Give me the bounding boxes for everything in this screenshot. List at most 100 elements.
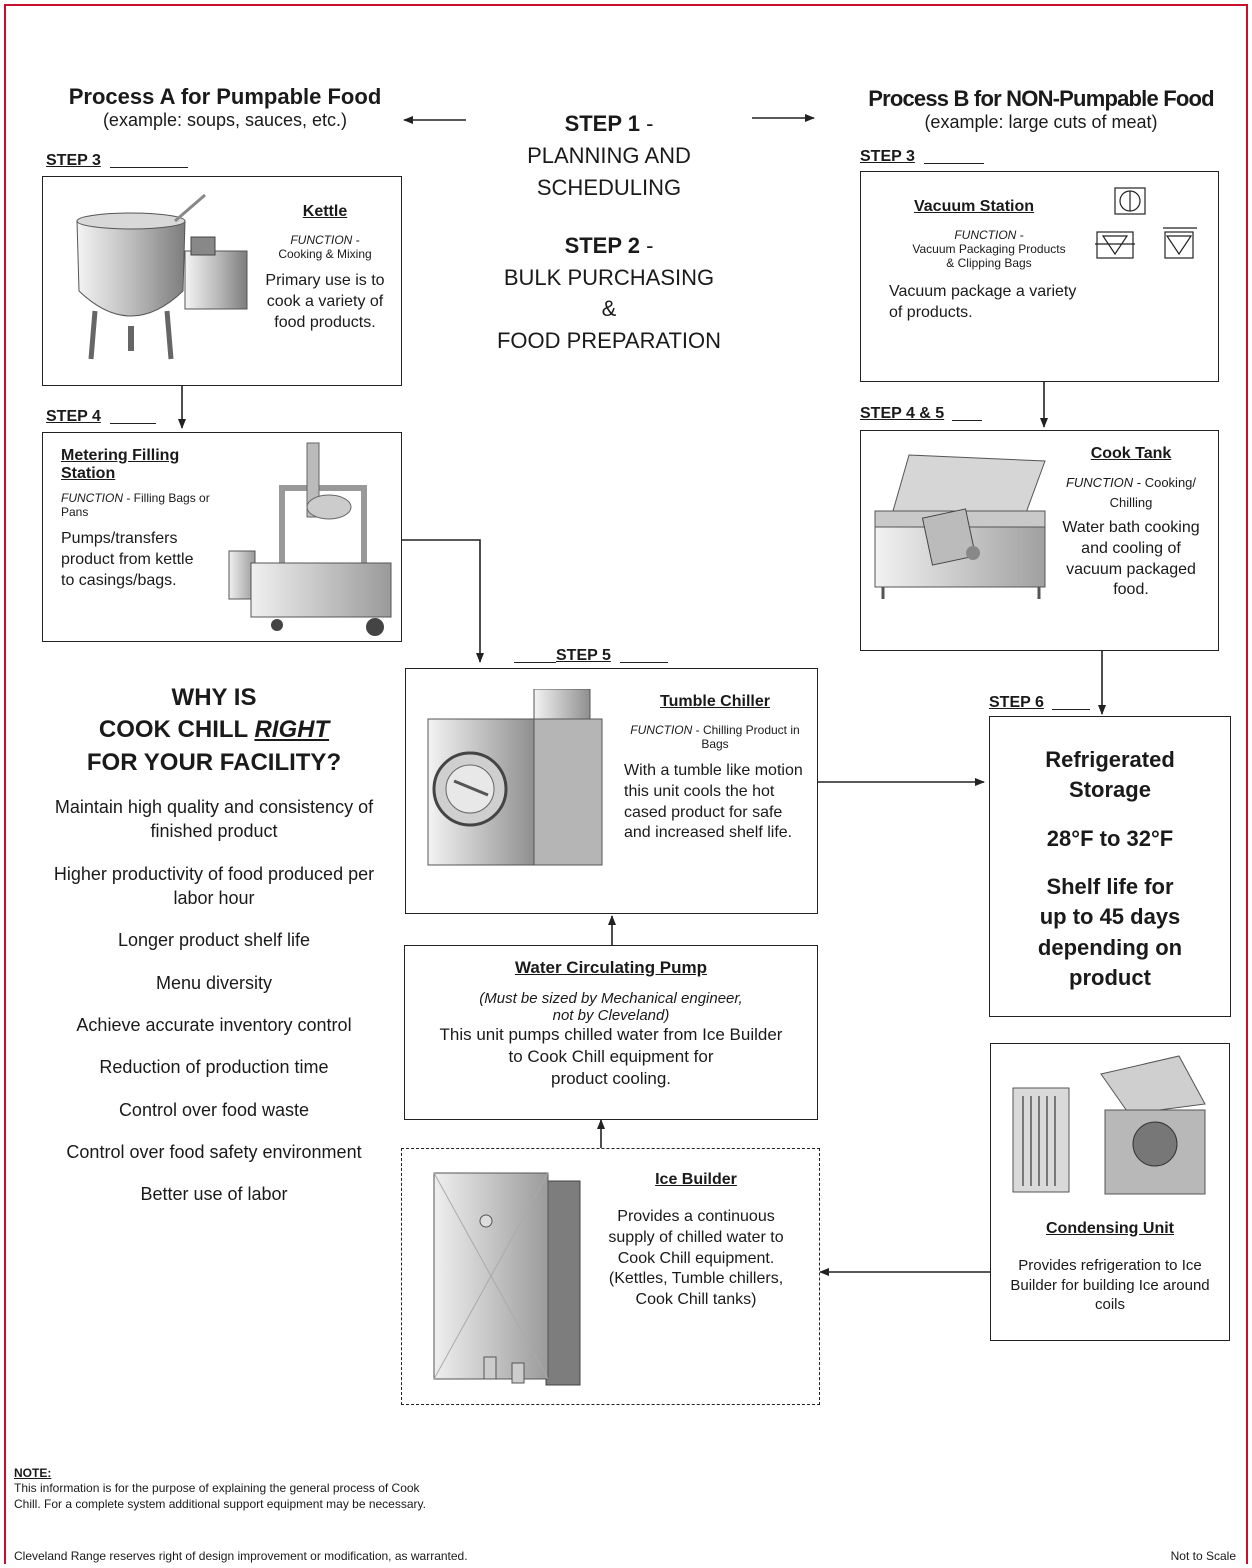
vacuum-function-text2: & Clipping Bags — [946, 256, 1032, 270]
metering-title-line1: Metering Filling — [61, 447, 180, 464]
metering-title-line2: Station — [61, 465, 116, 482]
pump-desc-line1: This unit pumps chilled water from Ice B… — [439, 1025, 783, 1044]
step1-label: STEP 1 — [564, 111, 640, 136]
storage-shelf-line4: product — [1069, 965, 1151, 991]
step2-sep: - — [646, 232, 654, 258]
process-b-subtitle: (example: large cuts of meat) — [924, 112, 1158, 132]
why-title-emphasis: RIGHT — [254, 716, 330, 744]
footer-disclaimer: Cleveland Range reserves right of design… — [14, 1549, 468, 1563]
process-b-header: Process B for NON-Pumpable Food (example… — [856, 86, 1226, 133]
tumble-title: Tumble Chiller — [660, 693, 770, 710]
cooktank-function-label: FUNCTION — [1065, 475, 1134, 490]
metering-function-label: FUNCTION — [61, 491, 123, 505]
why-section: WHY IS COOK CHILL RIGHT FOR YOUR FACILIT… — [36, 682, 392, 1224]
step2-line3: FOOD PREPARATION — [496, 328, 722, 354]
metering-box: Metering Filling Station FUNCTION - Fill… — [42, 432, 402, 642]
pump-note-line2: not by Cleveland) — [552, 1007, 670, 1024]
storage-line1: Refrigerated — [1045, 747, 1175, 772]
metering-step-line — [110, 423, 156, 424]
tumble-illustration — [427, 689, 603, 866]
cooktank-step-line — [952, 420, 982, 421]
tumble-function-text: - Chilling Product in Bags — [695, 723, 800, 751]
ice-builder-box: Ice Builder Provides a continuous supply… — [401, 1148, 820, 1405]
why-item: Longer product shelf life — [117, 930, 311, 951]
storage-step-line — [1052, 709, 1090, 710]
vacuum-function-label: FUNCTION - — [954, 228, 1024, 242]
kettle-function-label: FUNCTION - — [290, 233, 360, 247]
vacuum-step-label: STEP 3 — [860, 148, 915, 165]
storage-shelf-line2: up to 45 days — [1039, 904, 1181, 930]
condensing-illustration — [1012, 1055, 1206, 1195]
storage-shelf-line1: Shelf life for — [1046, 874, 1174, 900]
cooktank-illustration — [874, 454, 1046, 599]
note-label: NOTE: — [14, 1466, 52, 1480]
why-title-line3: FOR YOUR FACILITY? — [86, 748, 342, 776]
step1-line1: PLANNING AND — [527, 142, 691, 168]
vacuum-desc: Vacuum package a variety of products. — [889, 283, 1077, 321]
kettle-step-line — [110, 167, 188, 168]
pump-note-line1: (Must be sized by Mechanical engineer, — [479, 990, 743, 1007]
storage-box: Refrigerated Storage 28°F to 32°F Shelf … — [989, 716, 1231, 1017]
kettle-desc: Primary use is to cook a variety of food… — [265, 272, 385, 331]
page-frame — [4, 4, 1248, 1564]
cooktank-title: Cook Tank — [1090, 445, 1172, 462]
why-item: Higher productivity of food produced per… — [53, 863, 375, 909]
why-item: Menu diversity — [155, 972, 273, 993]
cooktank-desc: Water bath cooking and cooling of vacuum… — [1062, 519, 1200, 599]
condensing-box: Condensing Unit Provides refrigeration t… — [990, 1043, 1230, 1341]
why-item: Control over food waste — [118, 1099, 310, 1120]
note-text: This information is for the purpose of e… — [14, 1481, 426, 1512]
cooktank-box: Cook Tank FUNCTION - Cooking/ Chilling W… — [860, 430, 1219, 651]
pump-title: Water Circulating Pump — [514, 958, 708, 977]
process-a-title: Process A for Pumpable Food — [68, 84, 382, 109]
storage-line2: Storage — [1069, 777, 1151, 803]
vacuum-title: Vacuum Station — [913, 198, 1035, 215]
storage-step-label: STEP 6 — [989, 694, 1044, 711]
why-title-line1: WHY IS — [171, 684, 257, 711]
center-steps: STEP 1 - PLANNING AND SCHEDULING STEP 2 … — [478, 108, 740, 357]
vacuum-step-line — [924, 163, 984, 164]
footer-scale: Not to Scale — [1170, 1549, 1236, 1563]
metering-function-text: - Filling Bags or Pans — [61, 491, 210, 519]
metering-desc: Pumps/transfers product from kettle to c… — [61, 530, 194, 589]
why-item: Control over food safety environment — [66, 1141, 362, 1162]
process-a-header: Process A for Pumpable Food (example: so… — [40, 84, 410, 131]
ice-builder-title: Ice Builder — [655, 1171, 737, 1188]
kettle-title: Kettle — [302, 203, 348, 220]
tumble-desc: With a tumble like motion this unit cool… — [624, 762, 803, 842]
vacuum-box: Vacuum Station FUNCTION - Vacuum Packagi… — [860, 171, 1219, 382]
why-item: Reduction of production time — [99, 1057, 329, 1078]
why-item: Achieve accurate inventory control — [76, 1014, 352, 1035]
kettle-illustration — [76, 193, 248, 360]
kettle-function-text: Cooking & Mixing — [278, 247, 372, 261]
pump-box: Water Circulating Pump (Must be sized by… — [404, 945, 818, 1120]
tumble-step-label: STEP 5 — [556, 647, 611, 664]
step2-label: STEP 2 — [564, 232, 640, 258]
cooktank-step-label: STEP 4 & 5 — [860, 405, 945, 422]
process-a-subtitle: (example: soups, sauces, etc.) — [102, 110, 348, 130]
vacuum-function-text1: Vacuum Packaging Products — [912, 242, 1066, 256]
ice-builder-illustration — [433, 1172, 581, 1386]
why-title-line2: COOK CHILL — [98, 716, 255, 744]
storage-temp: 28°F to 32°F — [1046, 825, 1174, 851]
metering-step-label: STEP 4 — [46, 408, 101, 425]
step2-line1: BULK PURCHASING — [503, 264, 715, 290]
step2-line2: & — [601, 296, 617, 322]
process-b-title: Process B for NON-Pumpable Food — [868, 86, 1214, 111]
step1-line2: SCHEDULING — [536, 174, 682, 200]
note-section: NOTE: This information is for the purpos… — [14, 1466, 444, 1512]
step1-sep: - — [646, 111, 654, 136]
why-item: Maintain high quality and consistency of… — [54, 797, 374, 842]
kettle-box: Kettle FUNCTION - Cooking & Mixing Prima… — [42, 176, 402, 386]
tumble-step-line-left — [514, 662, 556, 663]
condensing-desc: Provides refrigeration to Ice Builder fo… — [1010, 1257, 1210, 1313]
pump-desc-line2: to Cook Chill equipment for — [508, 1047, 714, 1067]
vacuum-schematic — [1095, 187, 1197, 259]
ice-builder-desc: Provides a continuous supply of chilled … — [608, 1208, 784, 1309]
tumble-step-line-right — [620, 662, 668, 663]
pump-desc-line3: product cooling. — [550, 1069, 672, 1089]
tumble-box: Tumble Chiller FUNCTION - Chilling Produ… — [405, 668, 818, 914]
condensing-title: Condensing Unit — [1046, 1220, 1174, 1237]
tumble-function-label: FUNCTION — [630, 723, 693, 737]
kettle-step-label: STEP 3 — [46, 152, 101, 169]
